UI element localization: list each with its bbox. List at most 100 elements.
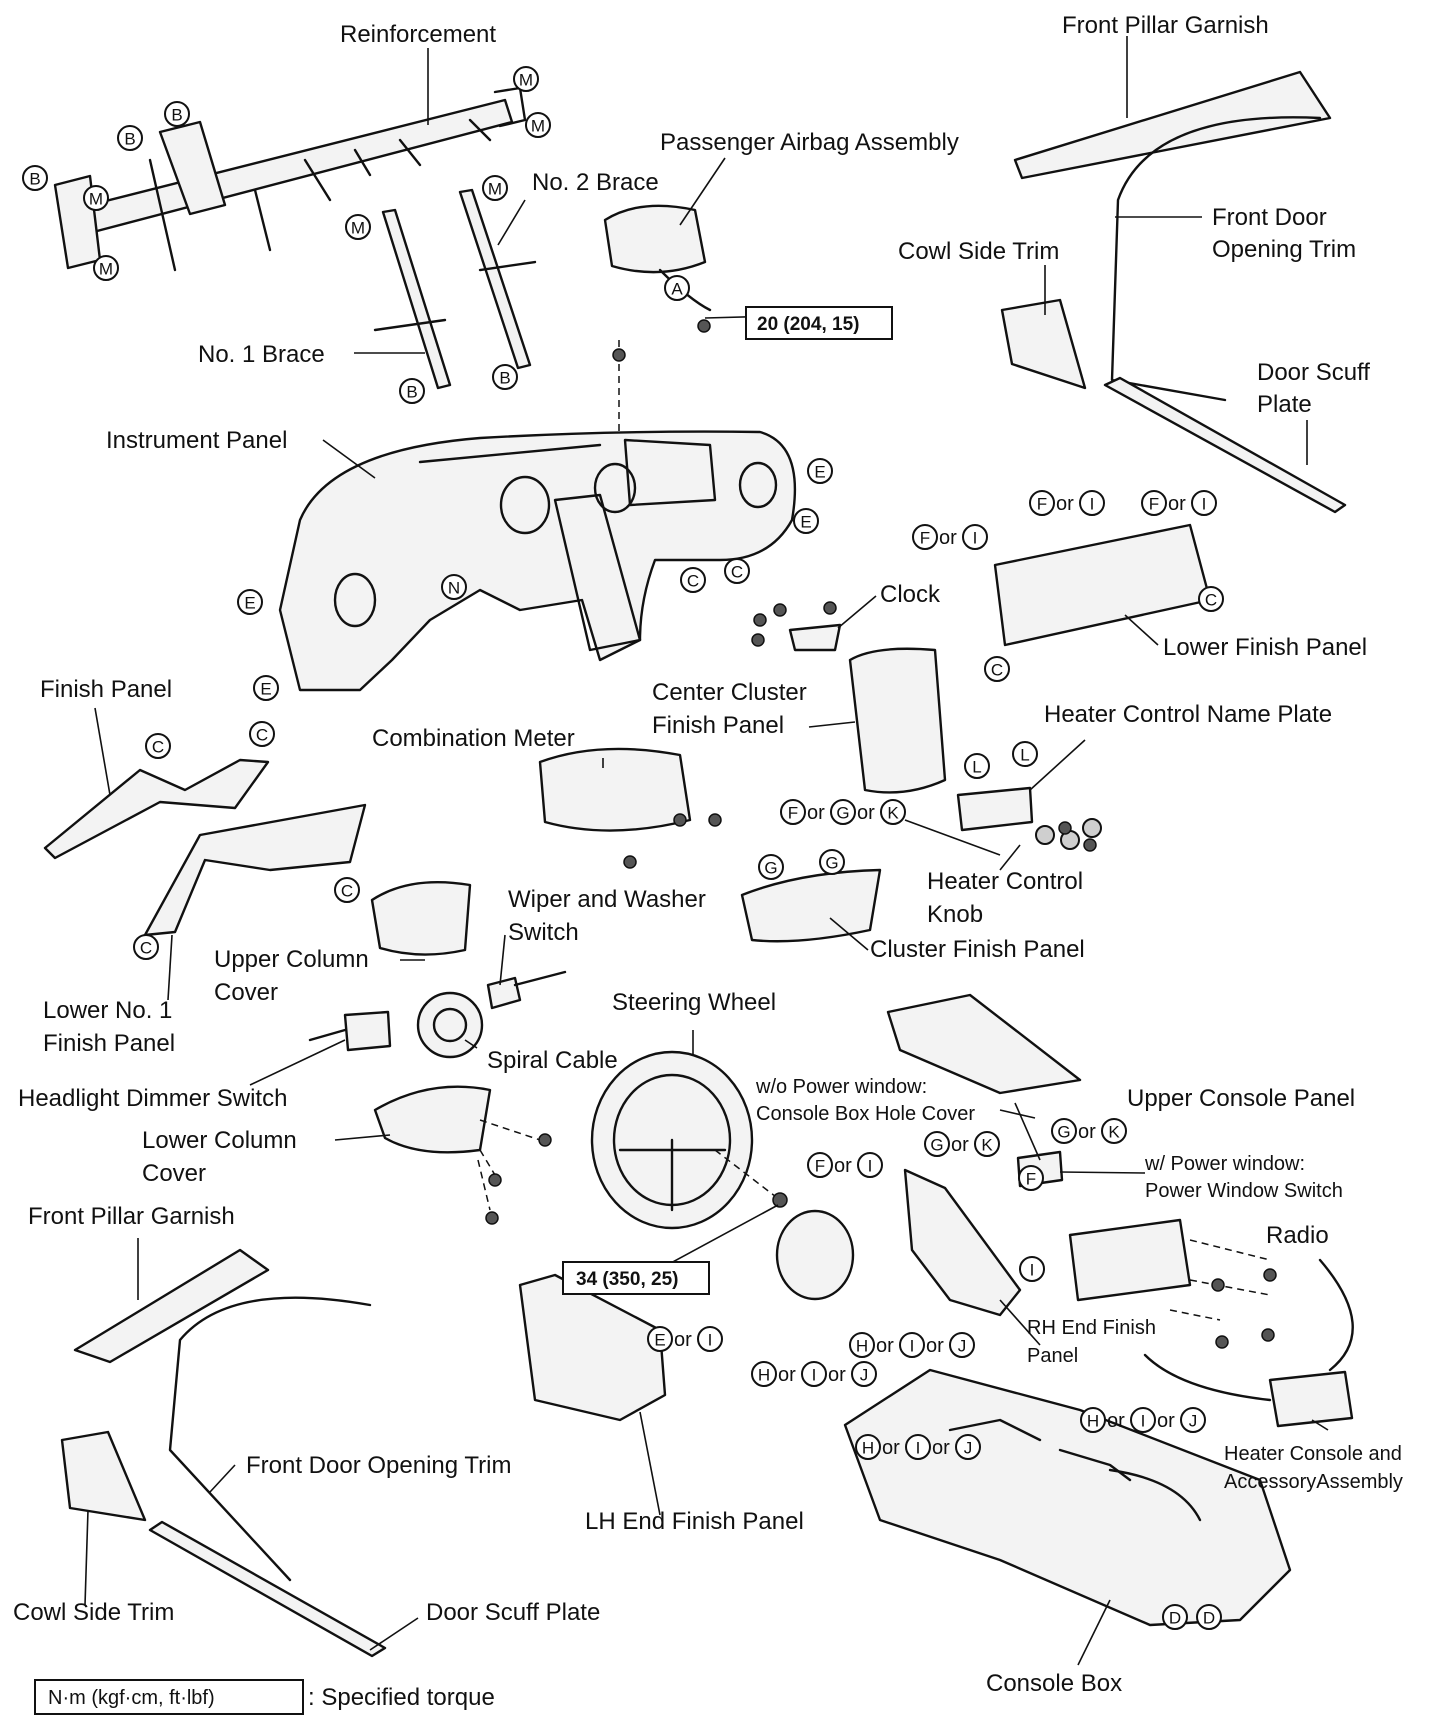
label-passenger-airbag: Passenger Airbag Assembly (660, 129, 959, 156)
fastener-marker-i: I (962, 524, 988, 550)
label-heater-console-2: AccessoryAssembly (1224, 1471, 1403, 1493)
svg-text:I: I (1090, 495, 1095, 514)
marker-or-connector: or (778, 1364, 796, 1386)
headlight-dimmer-switch-part (308, 1010, 392, 1052)
marker-or-connector: or (932, 1437, 950, 1459)
combination-meter-part (538, 747, 692, 832)
svg-text:K: K (887, 804, 899, 823)
fastener-marker-d: D (1162, 1604, 1188, 1630)
svg-text:C: C (731, 563, 743, 582)
label-heater-control-knob-1: Heater Control (927, 868, 1083, 895)
label-upper-console-panel: Upper Console Panel (1127, 1085, 1355, 1112)
svg-text:D: D (1169, 1609, 1181, 1628)
fastener-marker-k: K (974, 1131, 1000, 1157)
fastener-marker-m: M (83, 185, 109, 211)
lower-column-cover-part (373, 1085, 492, 1154)
legend-unit-box: N·m (kgf·cm, ft·lbf) (48, 1687, 215, 1709)
label-steering-wheel: Steering Wheel (612, 989, 776, 1016)
svg-text:M: M (351, 219, 365, 238)
label-wiper-washer-2: Switch (508, 919, 579, 946)
svg-text:J: J (860, 1366, 869, 1385)
svg-text:L: L (972, 758, 981, 777)
marker-or-connector: or (1157, 1410, 1175, 1432)
svg-text:E: E (244, 594, 255, 613)
radio-part (1068, 1218, 1192, 1302)
svg-text:C: C (687, 572, 699, 591)
fastener-marker-c: C (984, 656, 1010, 682)
svg-text:I: I (1030, 1261, 1035, 1280)
svg-text:H: H (856, 1337, 868, 1356)
marker-or-connector: or (1168, 493, 1186, 515)
fastener-marker-c: C (334, 877, 360, 903)
fastener-marker-h: H (1080, 1407, 1106, 1433)
svg-text:E: E (654, 1331, 665, 1350)
svg-text:C: C (341, 882, 353, 901)
fastener-marker-f: F (912, 524, 938, 550)
torque-legend: N·m (kgf·cm, ft·lbf) : Specified torque (34, 1679, 495, 1715)
fastener-marker-e: E (237, 589, 263, 615)
fastener-marker-b: B (117, 125, 143, 151)
label-cowl-side-trim-lh: Cowl Side Trim (13, 1599, 174, 1626)
heater-control-name-plate-part (956, 786, 1034, 832)
door-scuff-plate-lh-part (148, 1520, 387, 1658)
label-lower-column-cover-2: Cover (142, 1160, 206, 1187)
svg-text:I: I (1141, 1412, 1146, 1431)
svg-text:K: K (981, 1136, 993, 1155)
leader-lines (84, 36, 1329, 1666)
label-no1-brace: No. 1 Brace (198, 341, 325, 368)
label-front-pillar-garnish-lh: Front Pillar Garnish (28, 1203, 235, 1230)
svg-text:B: B (29, 170, 40, 189)
fastener-marker-c: C (145, 733, 171, 759)
lower-finish-panel-part (993, 523, 1212, 647)
svg-text:F: F (1026, 1170, 1036, 1189)
svg-text:C: C (991, 661, 1003, 680)
no2-brace-part (458, 188, 537, 370)
label-front-door-opening-trim-rh-1: Front Door (1212, 204, 1327, 231)
label-front-pillar-garnish-rh: Front Pillar Garnish (1062, 12, 1269, 39)
svg-text:A: A (671, 280, 683, 299)
svg-text:J: J (1189, 1412, 1198, 1431)
fastener-marker-m: M (513, 66, 539, 92)
svg-text:I: I (868, 1157, 873, 1176)
front-pillar-garnish-rh-part (1013, 70, 1332, 180)
label-w-power-window-1: w/ Power window: (1144, 1153, 1305, 1175)
label-spiral-cable: Spiral Cable (487, 1047, 618, 1074)
svg-text:F: F (815, 1157, 825, 1176)
svg-text:I: I (973, 529, 978, 548)
svg-text:B: B (499, 369, 510, 388)
fastener-bolts (485, 319, 1277, 1349)
fastener-marker-g: G (1051, 1118, 1077, 1144)
fastener-marker-k: K (1101, 1118, 1127, 1144)
label-clock: Clock (880, 581, 941, 608)
label-headlight-dimmer: Headlight Dimmer Switch (18, 1085, 287, 1112)
fastener-marker-i: I (697, 1326, 723, 1352)
marker-or-connector: or (876, 1335, 894, 1357)
fastener-marker-h: H (849, 1332, 875, 1358)
reinforcement-part (53, 86, 527, 272)
fastener-marker-a: A (664, 275, 690, 301)
console-box-part (843, 1368, 1292, 1627)
svg-text:I: I (812, 1366, 817, 1385)
svg-text:I: I (916, 1439, 921, 1458)
label-center-cluster-1: Center Cluster (652, 679, 807, 706)
svg-text:M: M (99, 260, 113, 279)
label-lower-finish-panel: Lower Finish Panel (1163, 634, 1367, 661)
fastener-marker-m: M (482, 175, 508, 201)
svg-text:C: C (256, 726, 268, 745)
heater-console-part (1143, 1258, 1354, 1428)
label-radio: Radio (1266, 1222, 1329, 1249)
fastener-marker-j: J (949, 1332, 975, 1358)
fastener-marker-e: E (793, 508, 819, 534)
svg-text:L: L (1020, 746, 1029, 765)
lower-no1-finish-panel-part (143, 803, 367, 937)
fastener-marker-i: I (1130, 1407, 1156, 1433)
svg-text:C: C (140, 939, 152, 958)
svg-text:F: F (1037, 495, 1047, 514)
label-lower-no1-finish-2: Finish Panel (43, 1030, 175, 1057)
label-heater-control-name-plate: Heater Control Name Plate (1044, 701, 1332, 728)
instrument-panel-part (278, 430, 797, 692)
fastener-marker-f: F (807, 1152, 833, 1178)
fastener-marker-i: I (905, 1434, 931, 1460)
